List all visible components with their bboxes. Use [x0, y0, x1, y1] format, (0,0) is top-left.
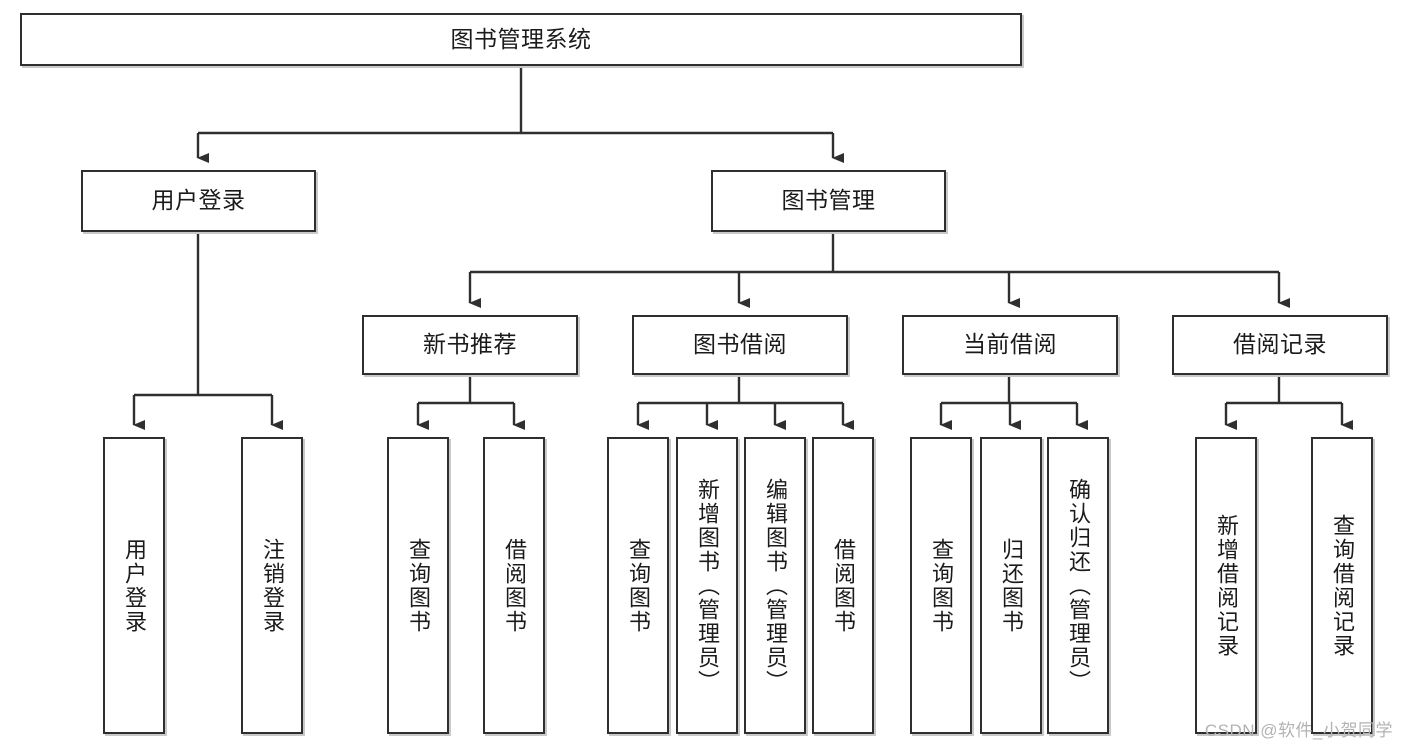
node-label: 注销登录: [259, 537, 285, 634]
node-label: 图书管理: [781, 187, 876, 214]
node-label: 当前借阅: [963, 331, 1057, 358]
leaf-new-book-borrow-book[interactable]: 借阅图书: [483, 437, 545, 734]
node-label: 借阅图书: [830, 537, 856, 634]
leaf-current-borrow-query-book[interactable]: 查询图书: [910, 437, 972, 734]
leaf-user-login-logout[interactable]: 注销登录: [241, 437, 303, 734]
node-label: 归还图书: [998, 537, 1024, 634]
node-label: 查询借阅记录: [1329, 513, 1355, 658]
node-label: 用户登录: [121, 537, 147, 634]
node-label: 借阅记录: [1233, 331, 1327, 358]
node-label: 确认归还（管理员）: [1065, 477, 1091, 694]
leaf-book-borrow-add-book[interactable]: 新增图书（管理员）: [676, 437, 738, 734]
node-book-management[interactable]: 图书管理: [711, 170, 946, 232]
leaf-user-login-login[interactable]: 用户登录: [103, 437, 165, 734]
leaf-new-book-query-book[interactable]: 查询图书: [387, 437, 449, 734]
watermark-text: CSDN @软件_小贺同学: [1204, 721, 1393, 740]
node-root-system[interactable]: 图书管理系统: [20, 13, 1022, 66]
node-label: 借阅图书: [501, 537, 527, 634]
node-label: 新增图书（管理员）: [694, 477, 720, 694]
node-label: 查询图书: [405, 537, 431, 634]
node-label: 图书借阅: [693, 331, 787, 358]
node-book-borrow[interactable]: 图书借阅: [632, 315, 848, 375]
node-new-book-recommend[interactable]: 新书推荐: [362, 315, 578, 375]
node-label: 新增借阅记录: [1213, 513, 1239, 658]
leaf-book-borrow-borrow-book[interactable]: 借阅图书: [812, 437, 874, 734]
leaf-borrow-record-query-record[interactable]: 查询借阅记录: [1311, 437, 1373, 734]
node-label: 查询图书: [928, 537, 954, 634]
node-label: 图书管理系统: [450, 25, 592, 52]
leaf-book-borrow-query-book[interactable]: 查询图书: [607, 437, 669, 734]
node-label: 用户登录: [151, 187, 246, 214]
node-label: 编辑图书（管理员）: [762, 477, 788, 694]
leaf-book-borrow-edit-book[interactable]: 编辑图书（管理员）: [744, 437, 806, 734]
leaf-current-borrow-return-book[interactable]: 归还图书: [980, 437, 1042, 734]
node-borrow-record[interactable]: 借阅记录: [1172, 315, 1388, 375]
leaf-borrow-record-add-record[interactable]: 新增借阅记录: [1195, 437, 1257, 734]
node-label: 新书推荐: [423, 331, 517, 358]
node-label: 查询图书: [625, 537, 651, 634]
leaf-current-borrow-confirm-return[interactable]: 确认归还（管理员）: [1047, 437, 1109, 734]
node-current-borrow[interactable]: 当前借阅: [902, 315, 1118, 375]
node-user-login[interactable]: 用户登录: [81, 170, 316, 232]
